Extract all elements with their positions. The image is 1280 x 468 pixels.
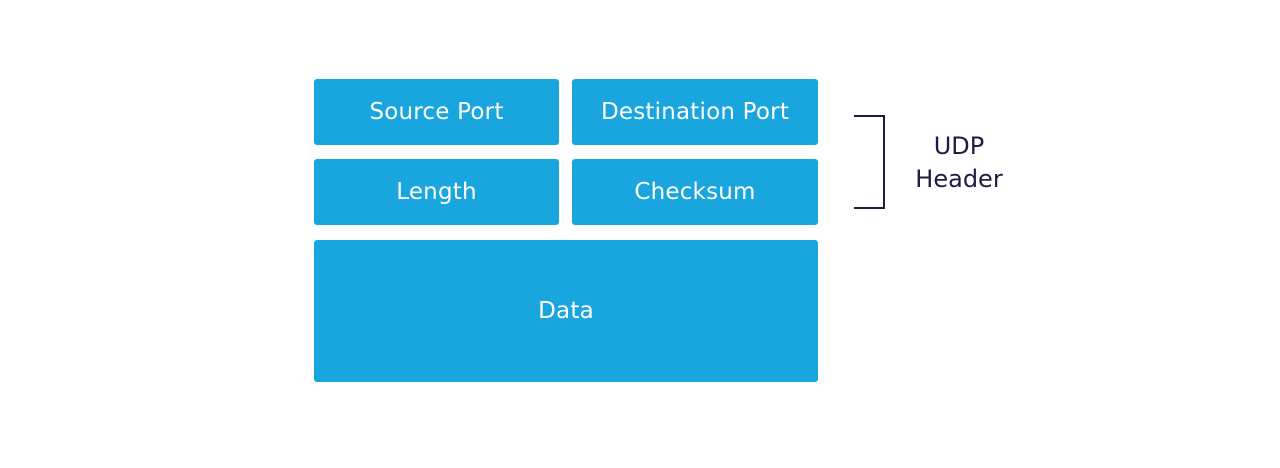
destination-port-label: Destination Port bbox=[600, 99, 790, 125]
data-field: Data bbox=[314, 240, 818, 382]
udp-header-label: UDP Header bbox=[898, 130, 1020, 196]
length-label: Length bbox=[396, 179, 477, 205]
udp-header-line1: UDP bbox=[933, 132, 985, 160]
length-field: Length bbox=[314, 159, 559, 225]
checksum-field: Checksum bbox=[572, 159, 818, 225]
source-port-label: Source Port bbox=[369, 99, 504, 125]
data-label: Data bbox=[538, 298, 594, 324]
udp-header-line2: Header bbox=[915, 165, 1003, 193]
source-port-field: Source Port bbox=[314, 79, 559, 145]
header-bracket bbox=[854, 115, 885, 209]
destination-port-field: Destination Port bbox=[572, 79, 818, 145]
checksum-label: Checksum bbox=[634, 179, 756, 205]
